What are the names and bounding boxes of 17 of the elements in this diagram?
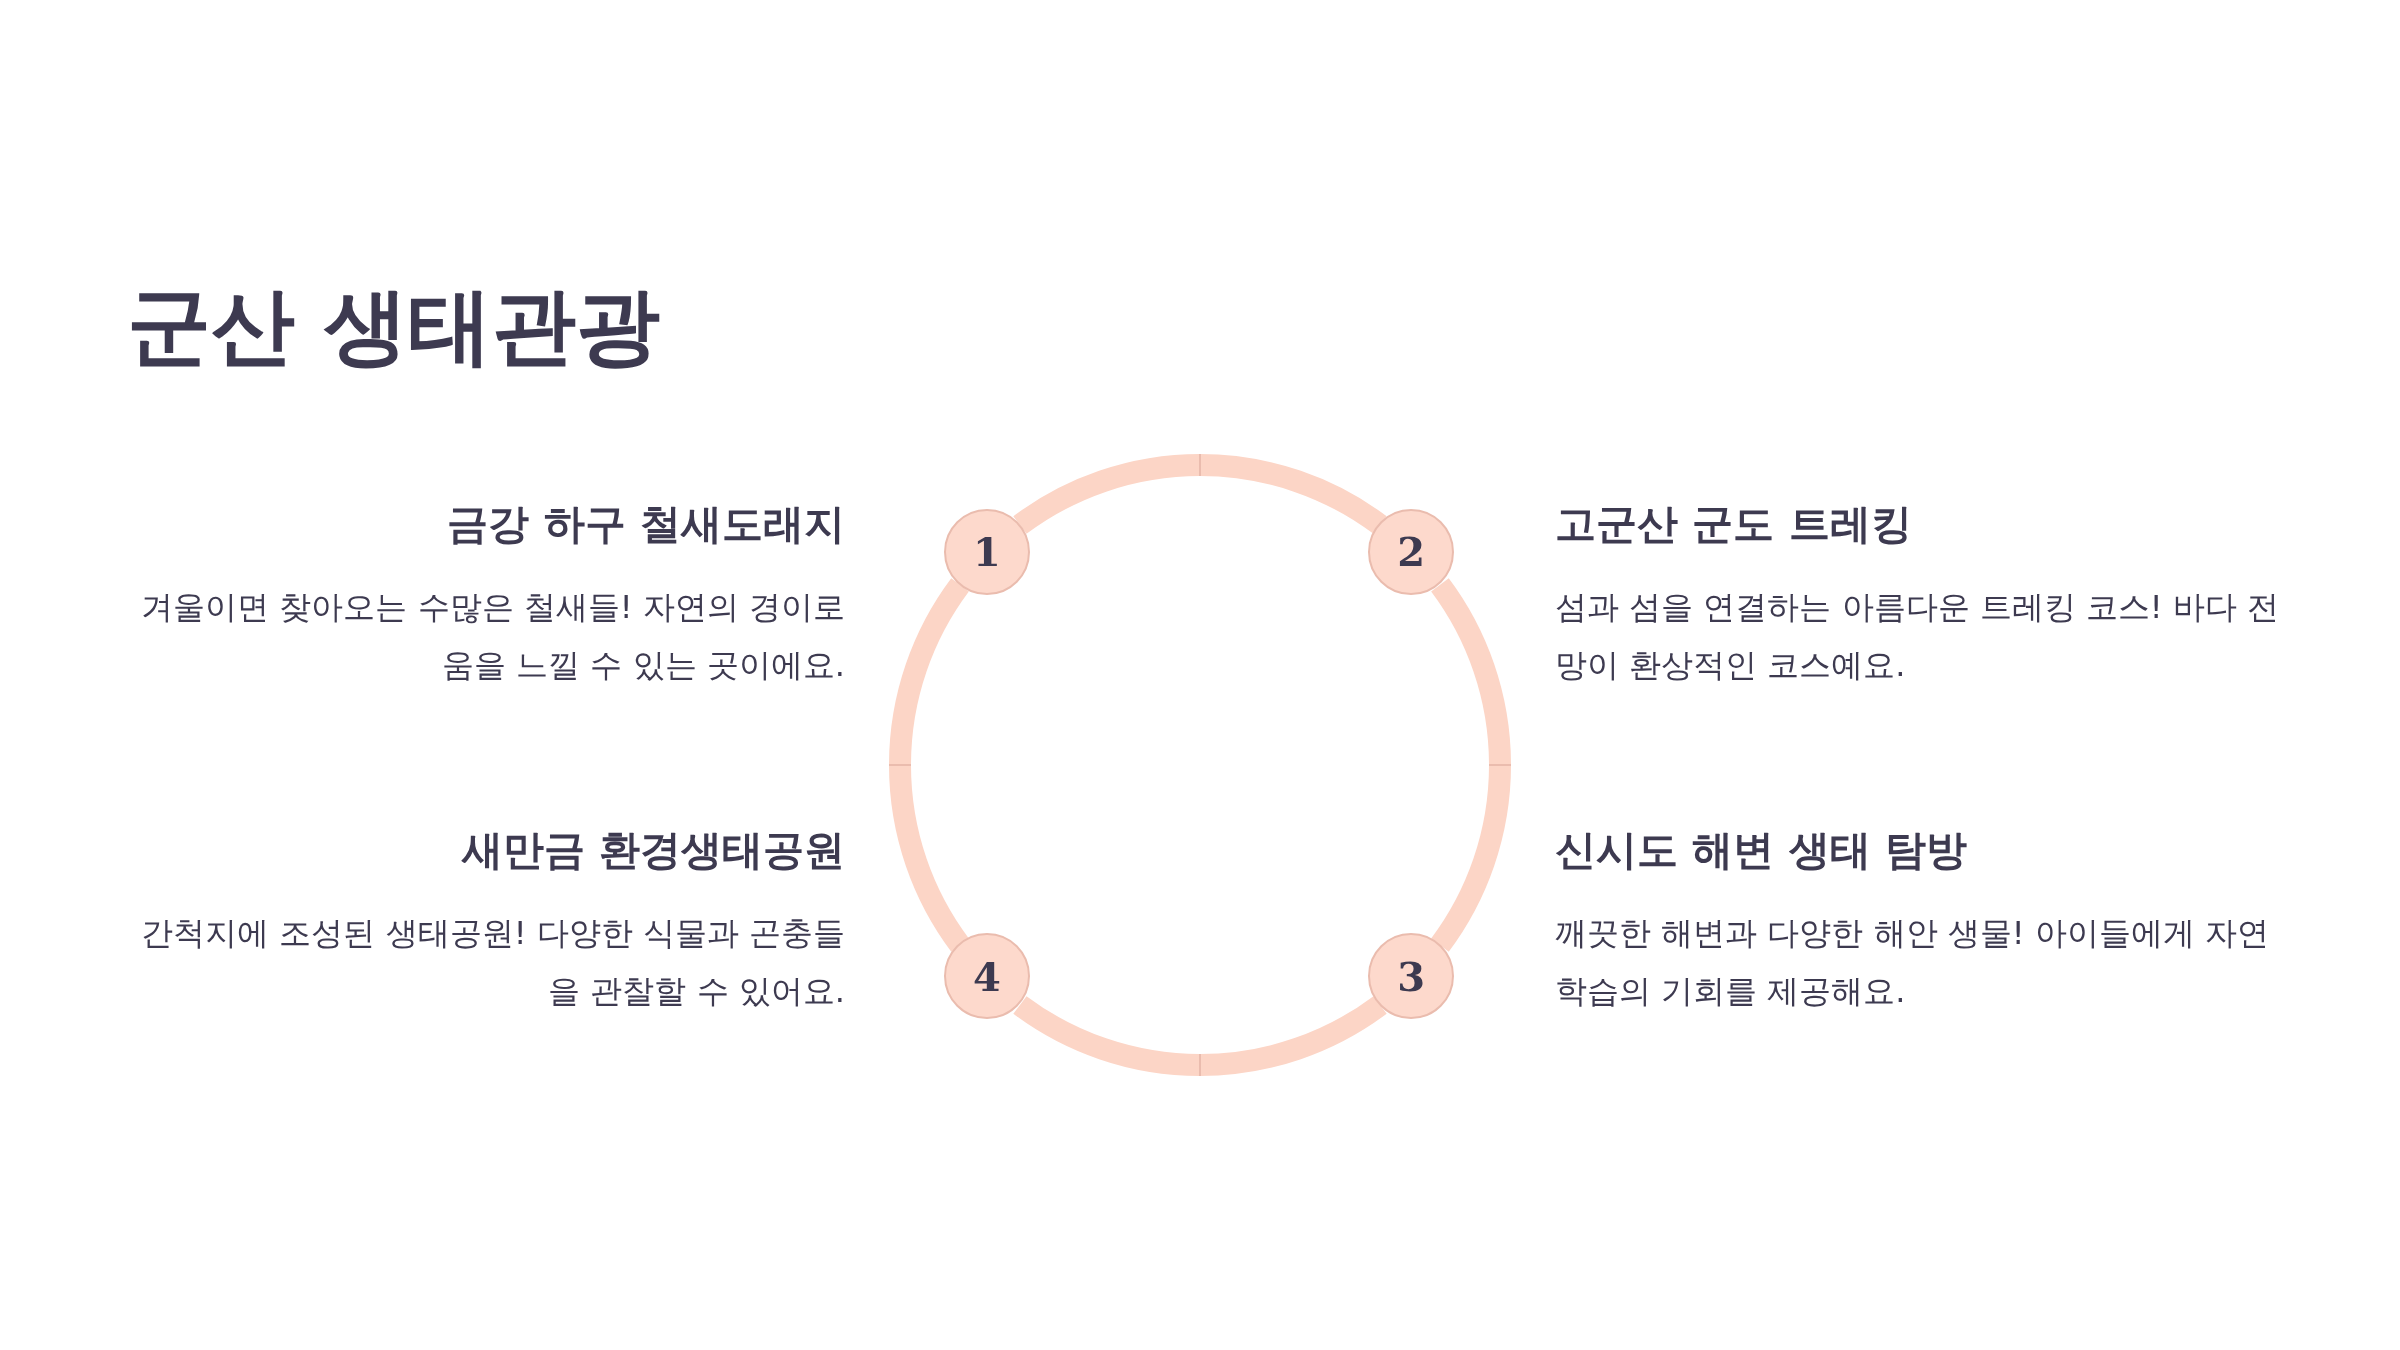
description-text: 섬과 섬을 연결하는 아름다운 트레킹 코스! 바다 전망이 환상적인 코스예요. [1555,587,2280,686]
number-circle: 1 [943,508,1030,595]
number-circle: 2 [1368,508,1455,595]
section-heading: 고군산 군도 트레킹 [1555,500,1912,550]
description-text: 깨끗한 해변과 다양한 해안 생물! 아이들에게 자연 학습의 기회를 제공해요. [1555,913,2270,1012]
ring-segment [889,578,970,952]
ring-segment [1013,454,1387,535]
page-title: 군산 생태관광 [127,276,661,377]
number-circle: 3 [1368,933,1455,1020]
number-circle: 4 [943,933,1030,1020]
section-heading: 새만금 환경생태공원 [461,826,845,876]
section-heading: 신시도 해변 생태 탐방 [1555,826,1967,876]
ring-segment [1430,578,1511,952]
description-text: 간척지에 조성된 생태공원! 다양한 식물과 곤충들을 관찰할 수 있어요. [140,913,845,1012]
description-text: 겨울이면 찾아오는 수많은 철새들! 자연의 경이로움을 느낄 수 있는 곳이에요. [140,587,845,686]
ring-segment [1013,995,1387,1076]
section-heading: 금강 하구 철새도래지 [447,500,845,550]
